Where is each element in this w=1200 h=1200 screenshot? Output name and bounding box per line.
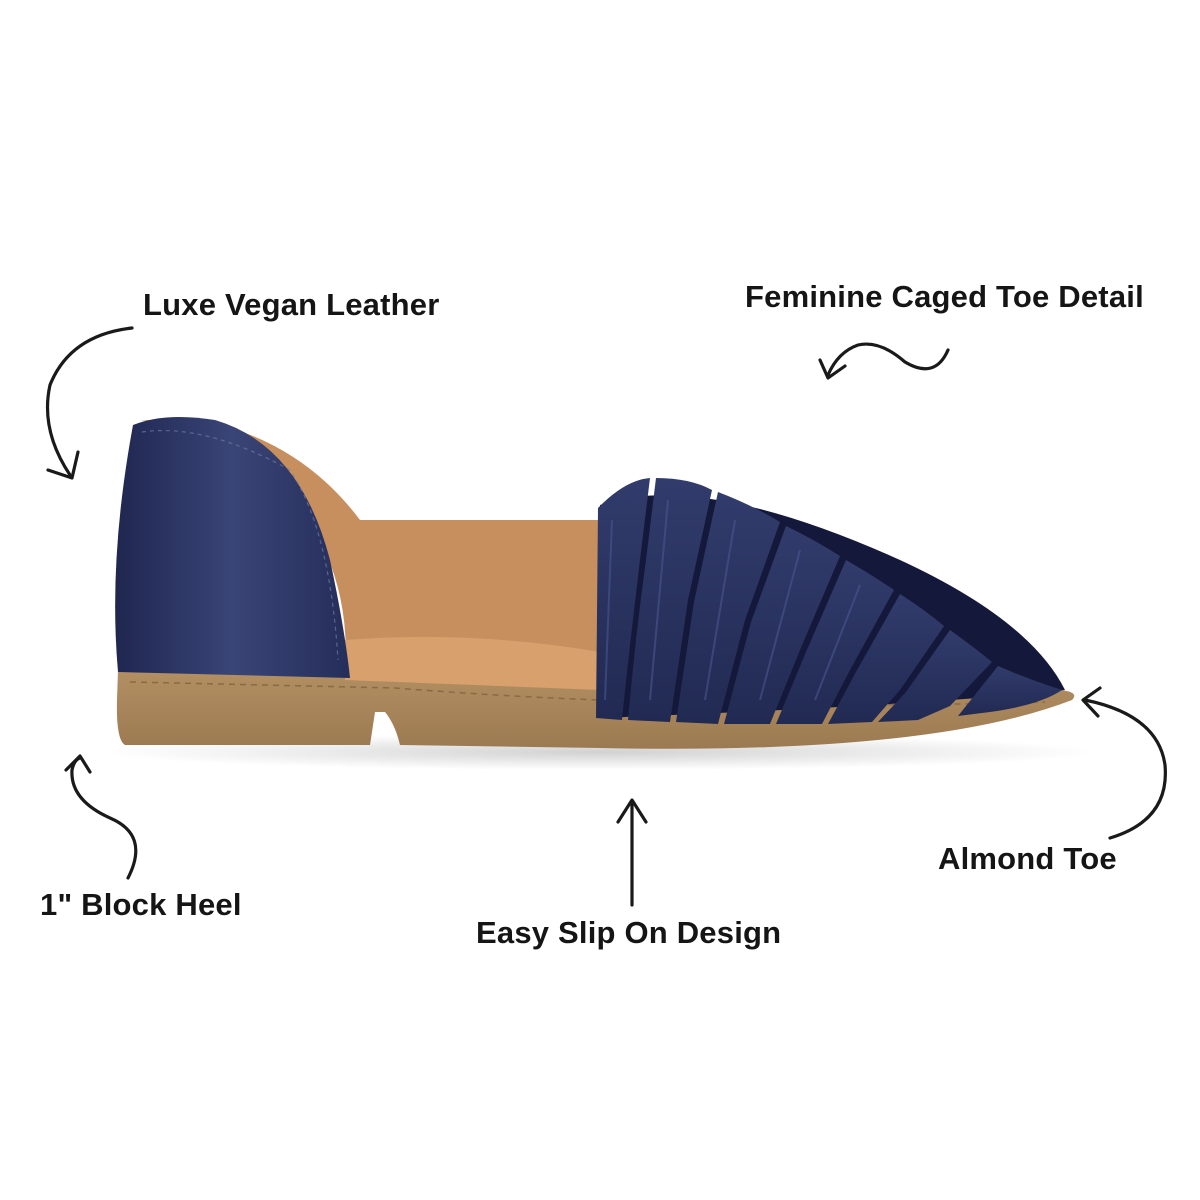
insole-lining [140, 420, 600, 680]
arrow-block-heel-icon [64, 754, 138, 880]
arrow-easy-slip-on-icon [616, 798, 648, 907]
arrow-caged-toe-icon [818, 342, 950, 380]
insole-bed [345, 636, 600, 690]
callout-easy-slip-on: Easy Slip On Design [476, 915, 782, 950]
heel-stitch [141, 429, 339, 661]
heel-counter [115, 416, 351, 678]
arrow-almond-toe-icon [1081, 686, 1167, 840]
outsole [116, 670, 1075, 749]
arrow-luxe-vegan-leather-icon [45, 326, 134, 480]
callout-feminine-caged-toe: Feminine Caged Toe Detail [745, 279, 1144, 314]
callout-luxe-vegan-leather: Luxe Vegan Leather [143, 287, 440, 322]
strap-highlights [604, 499, 861, 701]
callout-block-heel: 1" Block Heel [40, 887, 242, 922]
callout-almond-toe: Almond Toe [938, 841, 1117, 876]
caged-straps [596, 478, 1062, 724]
